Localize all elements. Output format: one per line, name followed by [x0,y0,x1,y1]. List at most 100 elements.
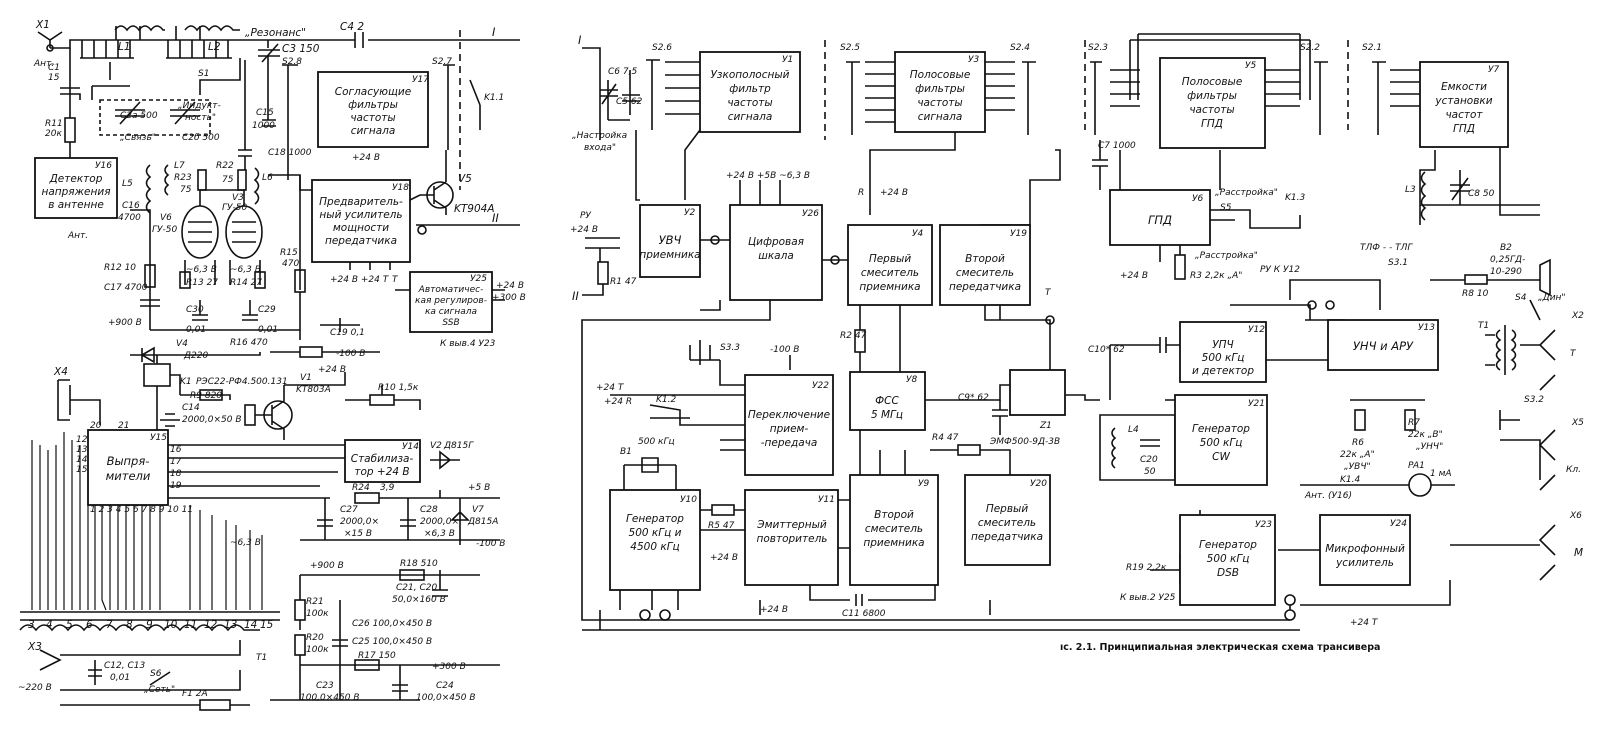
svg-text:500 кГц: 500 кГц [638,437,675,447]
svg-text:C17 4700: C17 4700 [104,283,148,293]
svg-text:У9: У9 [918,479,929,489]
svg-text:50,0×160 В: 50,0×160 В [392,595,446,605]
svg-text:„Индукт-: „Индукт- [178,101,221,111]
svg-text:14: 14 [76,455,88,465]
svg-text:У16: У16 [95,161,112,171]
svg-text:+24 В: +24 В [570,225,598,235]
svg-text:смеситель: смеситель [861,267,919,279]
svg-text:ГПД: ГПД [1201,118,1223,130]
svg-text:17: 17 [170,457,182,467]
svg-text:фильтры: фильтры [915,83,965,95]
svg-text:10: 10 [164,619,178,631]
svg-text:4700: 4700 [118,213,141,223]
svg-text:I: I [492,25,496,39]
svg-text:ЭМФ500-9Д-3В: ЭМФ500-9Д-3В [989,437,1060,447]
svg-text:частоты: частоты [1189,104,1234,116]
svg-text:DSB: DSB [1217,567,1239,579]
right-wiring [581,33,1556,631]
svg-text:+24 В +5В ~6,3 В: +24 В +5В ~6,3 В [726,171,810,181]
svg-text:фильтр: фильтр [729,83,771,95]
svg-text:B2: B2 [1500,243,1512,253]
svg-text:передатчика: передатчика [325,235,397,247]
svg-text:S1: S1 [198,69,209,79]
svg-text:частоты: частоты [350,112,395,124]
svg-text:сигнала: сигнала [728,111,773,123]
svg-text:+24 В: +24 В [496,281,524,291]
svg-text:C15: C15 [256,108,274,118]
svg-text:1 мА: 1 мА [1430,469,1452,479]
svg-text:F1 2A: F1 2A [182,689,208,699]
svg-text:R20: R20 [306,633,324,643]
block-u24: У24 Микрофонный усилитель [1319,514,1411,586]
svg-text:R8 10: R8 10 [1462,289,1489,299]
block-u15: У15 Выпря- мители 1 2 3 4 5 6 7 8 9 10 1… [87,429,193,515]
svg-text:19: 19 [170,481,182,491]
svg-text:ность": ность" [185,113,216,123]
svg-text:K1.4: K1.4 [1340,475,1360,485]
svg-text:Генератор: Генератор [626,513,684,525]
svg-text:7: 7 [106,619,113,631]
block-u12: У12 УПЧ 500 кГц и детектор [1179,321,1267,383]
svg-text:фильтры: фильтры [1187,90,1237,102]
svg-text:C18 1000: C18 1000 [268,148,312,158]
svg-text:Емкости: Емкости [1441,81,1487,93]
svg-text:C26 100,0×450 В: C26 100,0×450 В [352,619,432,629]
svg-text:C2a 500: C2a 500 [120,111,158,121]
svg-text:R19 2,2к: R19 2,2к [1126,563,1167,573]
svg-text:R12 10: R12 10 [104,263,136,273]
svg-text:S6: S6 [150,669,162,679]
svg-text:470: 470 [282,259,299,269]
block-u8: У8 ФСС 5 МГц [849,371,926,431]
block-u11: У11 Эмиттерный повторитель [744,489,839,586]
svg-text:R3 2,2к „А": R3 2,2к „А" [1190,271,1242,281]
svg-text:частоты: частоты [727,97,772,109]
svg-text:УВЧ: УВЧ [659,233,682,247]
svg-text:S3.3: S3.3 [720,343,740,353]
block-u25: У25 Автоматичес- кая регулиров- ка сигна… [409,271,493,333]
svg-text:S2.5: S2.5 [840,43,860,53]
svg-text:L7: L7 [174,161,185,171]
svg-text:Переключение: Переключение [748,409,830,421]
block-u18: У18 Предваритель- ный усилитель мощности… [311,179,411,263]
svg-text:сигнала: сигнала [351,125,396,137]
svg-text:ГПД: ГПД [1148,213,1172,227]
svg-text:У22: У22 [812,381,829,391]
svg-text:ГУ-50: ГУ-50 [152,225,177,235]
svg-text:+24 R: +24 R [604,397,632,407]
svg-text:T1: T1 [1478,321,1489,331]
svg-text:М: М [1574,547,1583,559]
svg-text:У5: У5 [1245,61,1256,71]
svg-text:Ант.: Ант. [33,59,54,69]
svg-text:500 кГц: 500 кГц [1207,553,1250,565]
block-u10: У10 Генератор 500 кГц и 4500 кГц [609,489,701,591]
svg-text:передатчика: передатчика [971,531,1043,543]
svg-text:+24 В: +24 В [710,553,738,563]
svg-text:V7: V7 [472,505,484,515]
svg-text:~220 В: ~220 В [18,683,52,693]
svg-text:K1.3: K1.3 [1285,193,1305,203]
svg-text:0,01: 0,01 [258,325,278,335]
svg-text:усилитель: усилитель [1335,557,1394,569]
svg-text:УНЧ и АРУ: УНЧ и АРУ [1353,339,1414,353]
svg-text:РУ: РУ [580,211,591,221]
svg-text:C19 0,1: C19 0,1 [330,328,365,338]
svg-text:C28: C28 [420,505,438,515]
svg-text:R15: R15 [280,248,298,258]
svg-text:+900 В: +900 В [108,318,142,328]
svg-text:S2.1: S2.1 [1362,43,1382,53]
svg-text:II: II [492,211,499,225]
svg-text:15: 15 [48,73,60,83]
svg-text:Z1: Z1 [1039,421,1052,431]
svg-text:К выв.4 У23: К выв.4 У23 [440,339,496,349]
svg-text:4: 4 [46,619,53,631]
svg-text:T: T [1570,349,1577,359]
svg-text:V6: V6 [160,213,172,223]
svg-text:УПЧ: УПЧ [1212,339,1234,351]
svg-text:Кл.: Кл. [1566,465,1581,475]
svg-text:Д815А: Д815А [467,517,498,527]
block-u26: У26 Цифровая шкала [729,204,823,301]
svg-text:передатчика: передатчика [949,281,1021,293]
svg-text:S4: S4 [1515,293,1527,303]
svg-text:~6,3 В: ~6,3 В [230,265,261,275]
svg-text:R14 27: R14 27 [230,278,262,288]
